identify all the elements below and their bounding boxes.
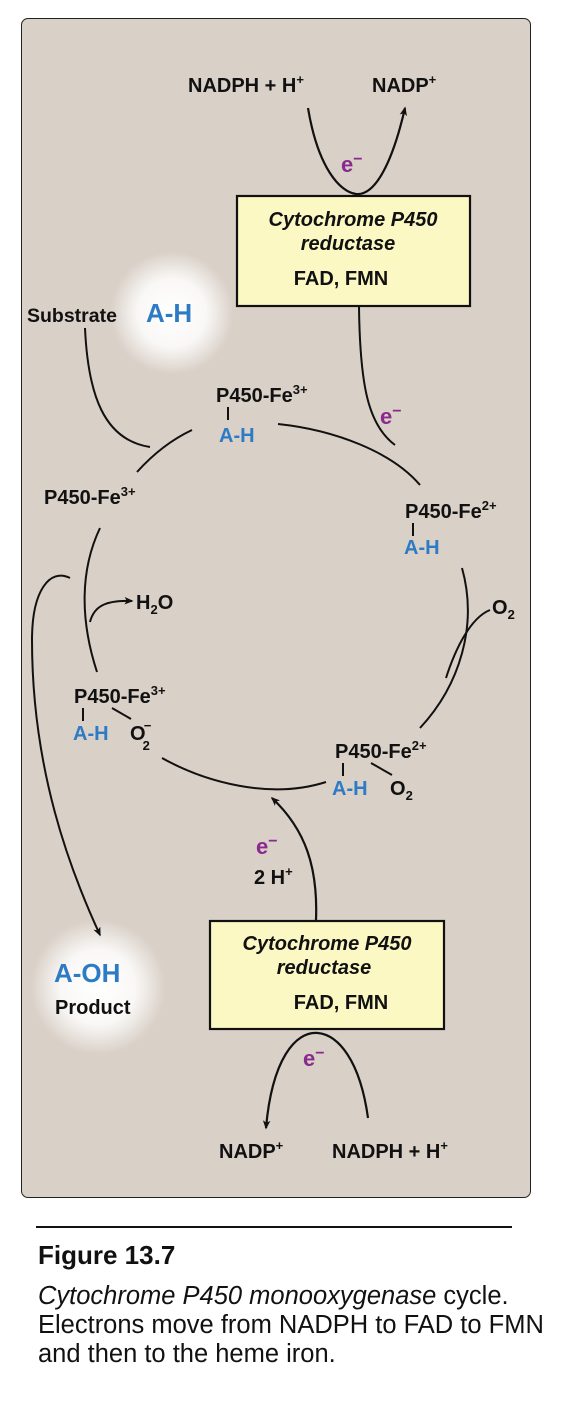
state-fe2-ah-o2-oxygen-bond (370, 762, 393, 776)
bottom-reductase-line2: reductase (277, 957, 372, 979)
water-release-arrow (89, 596, 134, 623)
bottom-reductase-cofactors: FAD, FMN (294, 992, 388, 1014)
bottom-reductase-line1: Cytochrome P450 (243, 933, 412, 955)
product-molecule: A-OH (54, 958, 120, 988)
caption-divider (36, 1226, 512, 1228)
state-fe2-ah-bound: A-H (404, 537, 440, 559)
product-label: Product (55, 997, 131, 1019)
state-fe2-ah-label: P450-Fe2+ (405, 498, 497, 523)
water-label: H2O (136, 592, 173, 617)
top-electron-transfer-line (358, 306, 396, 446)
o2-input-label: O2 (492, 597, 515, 622)
product-glow (30, 919, 166, 1055)
top-reductase-line2: reductase (301, 233, 396, 255)
substrate-label: Substrate (27, 305, 117, 327)
arc-left-up (83, 527, 101, 673)
caption-title: Cytochrome P450 monooxygenase (38, 1282, 437, 1310)
substrate-glow (110, 251, 234, 375)
cycle-electron2-label: e− (256, 833, 278, 859)
top-electron-label: e− (341, 151, 363, 177)
top-nadp-label: NADP+ (372, 72, 437, 97)
figure-caption: Cytochrome P450 monooxygenase cycle. Ele… (38, 1282, 548, 1369)
arc-top-right (277, 423, 421, 486)
bottom-electron-label: e− (303, 1045, 325, 1071)
state-fe3-free-label: P450-Fe3+ (44, 484, 136, 509)
top-nadph-label: NADPH + H+ (188, 72, 304, 97)
bottom-reductase-box (208, 919, 446, 1031)
substrate-binding-line (84, 327, 151, 448)
top-reductase-cofactors: FAD, FMN (294, 268, 388, 290)
state-fe2-ah-o2-oxygen: O2 (390, 778, 413, 803)
protons-label: 2 H+ (254, 864, 293, 889)
top-reductase-box (235, 194, 472, 308)
cycle-electron1-label: e− (380, 403, 402, 429)
arc-right-down (419, 567, 469, 729)
state-fe3-ah-o2-bound: A-H (73, 723, 109, 745)
top-reductase-line1: Cytochrome P450 (269, 209, 438, 231)
substrate-molecule: A-H (146, 298, 192, 328)
product-release-arrow (30, 574, 101, 937)
state-fe2-ah-o2-label: P450-Fe2+ (335, 738, 427, 763)
bottom-nadph-label: NADPH + H+ (332, 1138, 448, 1163)
bottom-electron-arrow (270, 796, 318, 921)
state-fe3-ah-o2-oxygen-bond (111, 707, 132, 720)
bottom-nadph-arrow (262, 1031, 370, 1130)
figure-number: Figure 13.7 (38, 1240, 176, 1270)
o2-input-line (445, 609, 491, 679)
state-fe3-ah-o2-label: P450-Fe3+ (74, 683, 166, 708)
bottom-nadp-label: NADP+ (219, 1138, 284, 1163)
state-fe2-ah-o2-bound: A-H (332, 778, 368, 800)
arc-free-to-bound (136, 429, 193, 473)
arc-bottom (161, 757, 327, 791)
state-fe3-ah-bound: A-H (219, 425, 255, 447)
caption-body: cycle. Electrons move from NADPH to FAD … (38, 1282, 544, 1368)
top-nadph-arrow (306, 106, 407, 196)
state-fe3-ah-label: P450-Fe3+ (216, 382, 308, 407)
